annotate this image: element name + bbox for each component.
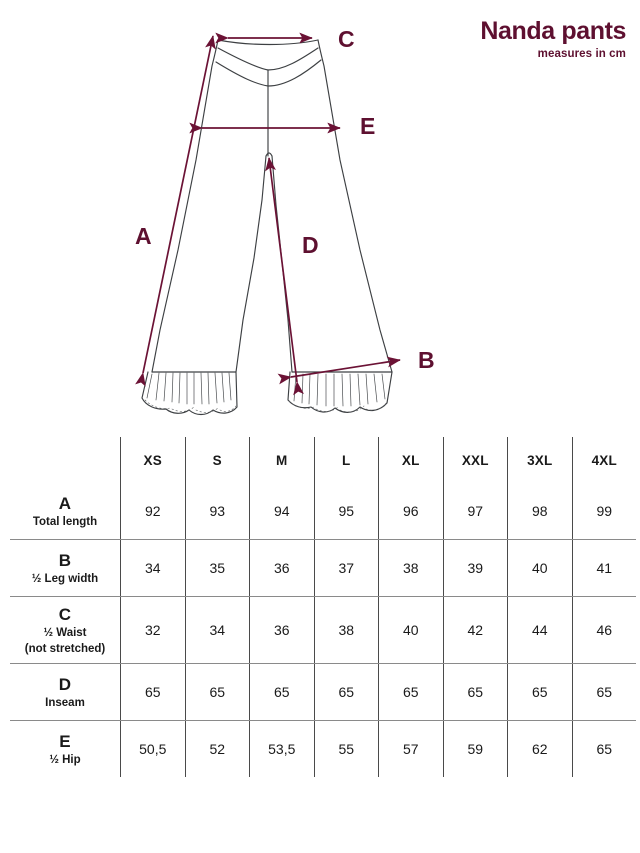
size-header-xs: XS: [120, 437, 185, 483]
cell-b-4xl: 41: [571, 539, 636, 597]
row-letter-d: D: [58, 674, 72, 694]
cell-d-3xl: 65: [507, 663, 572, 721]
row-label-c: C ½ Waist (not stretched): [10, 596, 121, 664]
measure-arrow-b: [277, 356, 401, 385]
cell-a-xxl: 97: [442, 483, 508, 540]
cell-d-l: 65: [313, 663, 379, 721]
row-letter-b: B: [58, 550, 72, 570]
table-corner-cell: [10, 437, 121, 483]
cell-c-xl: 40: [378, 596, 443, 664]
size-header-4xl: 4XL: [571, 437, 636, 483]
cell-e-xs: 50,5: [120, 720, 185, 777]
cell-d-4xl: 65: [571, 663, 636, 721]
size-header-xl: XL: [378, 437, 443, 483]
row-letter-e: E: [59, 731, 71, 751]
cell-e-s: 52: [184, 720, 250, 777]
row-label-d: D Inseam: [10, 663, 121, 721]
cell-b-l: 37: [313, 539, 379, 597]
cell-e-l: 55: [313, 720, 379, 777]
row-desc-b: ½ Leg width: [31, 572, 99, 585]
page-subtitle: measures in cm: [537, 48, 626, 61]
cell-e-xl: 57: [378, 720, 443, 777]
cell-b-3xl: 40: [507, 539, 572, 597]
cell-b-m: 36: [249, 539, 314, 597]
measure-label-e: E: [360, 113, 375, 139]
cell-d-xxl: 65: [442, 663, 508, 721]
chart-header: Nanda pants measures in cm: [480, 17, 626, 61]
row-desc-c-line2: (not stretched): [24, 642, 106, 655]
cell-a-xs: 92: [120, 483, 185, 540]
cell-e-3xl: 62: [507, 720, 572, 777]
size-header-m: M: [249, 437, 314, 483]
table-row: E ½ Hip 50,5 52 53,5 55 57 59 62 65: [10, 720, 636, 778]
table-header-row: XS S M L XL XXL 3XL 4XL: [10, 437, 636, 483]
cell-b-xs: 34: [120, 539, 185, 597]
measure-arrow-a: [135, 35, 216, 387]
row-desc-c-line1: ½ Waist: [43, 627, 87, 640]
size-header-s: S: [184, 437, 250, 483]
cell-c-4xl: 46: [571, 596, 636, 664]
cell-a-m: 94: [249, 483, 314, 540]
cell-a-3xl: 98: [507, 483, 572, 540]
page-title: Nanda pants: [480, 17, 626, 45]
size-header-l: L: [313, 437, 379, 483]
size-chart-table: XS S M L XL XXL 3XL 4XL A Total length 9…: [10, 437, 636, 777]
cell-d-xl: 65: [378, 663, 443, 721]
cell-b-xxl: 39: [442, 539, 508, 597]
cell-e-4xl: 65: [571, 720, 636, 777]
row-letter-a: A: [58, 493, 72, 513]
cell-a-4xl: 99: [571, 483, 636, 540]
cell-e-xxl: 59: [442, 720, 508, 777]
measure-label-c: C: [338, 26, 355, 52]
table-row: B ½ Leg width 34 35 36 37 38 39 40 41: [10, 539, 636, 597]
cell-c-m: 36: [249, 596, 314, 664]
cell-d-m: 65: [249, 663, 314, 721]
cell-a-xl: 96: [378, 483, 443, 540]
size-header-xxl: XXL: [442, 437, 508, 483]
size-header-3xl: 3XL: [507, 437, 572, 483]
row-desc-d: Inseam: [45, 696, 85, 709]
cell-c-3xl: 44: [507, 596, 572, 664]
cell-d-xs: 65: [120, 663, 185, 721]
cell-c-xs: 32: [120, 596, 185, 664]
row-letter-c: C: [58, 605, 72, 624]
row-desc-a: Total length: [32, 515, 98, 528]
row-desc-e: ½ Hip: [49, 753, 81, 766]
measure-label-b: B: [418, 347, 435, 373]
garment-illustration: C E A D B: [135, 26, 435, 416]
measure-label-d: D: [302, 232, 319, 258]
cell-e-m: 53,5: [249, 720, 314, 777]
cell-b-s: 35: [184, 539, 250, 597]
cell-a-l: 95: [313, 483, 379, 540]
row-label-b: B ½ Leg width: [10, 539, 121, 597]
cell-d-s: 65: [184, 663, 250, 721]
row-label-a: A Total length: [10, 483, 121, 540]
row-label-e: E ½ Hip: [10, 721, 121, 778]
cell-a-s: 93: [184, 483, 250, 540]
table-row: A Total length 92 93 94 95 96 97 98 99: [10, 483, 636, 540]
table-row: C ½ Waist (not stretched) 32 34 36 38 40…: [10, 596, 636, 664]
table-row: D Inseam 65 65 65 65 65 65 65 65: [10, 663, 636, 721]
cell-b-xl: 38: [378, 539, 443, 597]
cell-c-l: 38: [313, 596, 379, 664]
measure-arrow-d: [265, 157, 304, 396]
cell-c-xxl: 42: [442, 596, 508, 664]
cell-c-s: 34: [184, 596, 250, 664]
pants-outline: [141, 39, 393, 416]
measure-label-a: A: [135, 223, 152, 249]
